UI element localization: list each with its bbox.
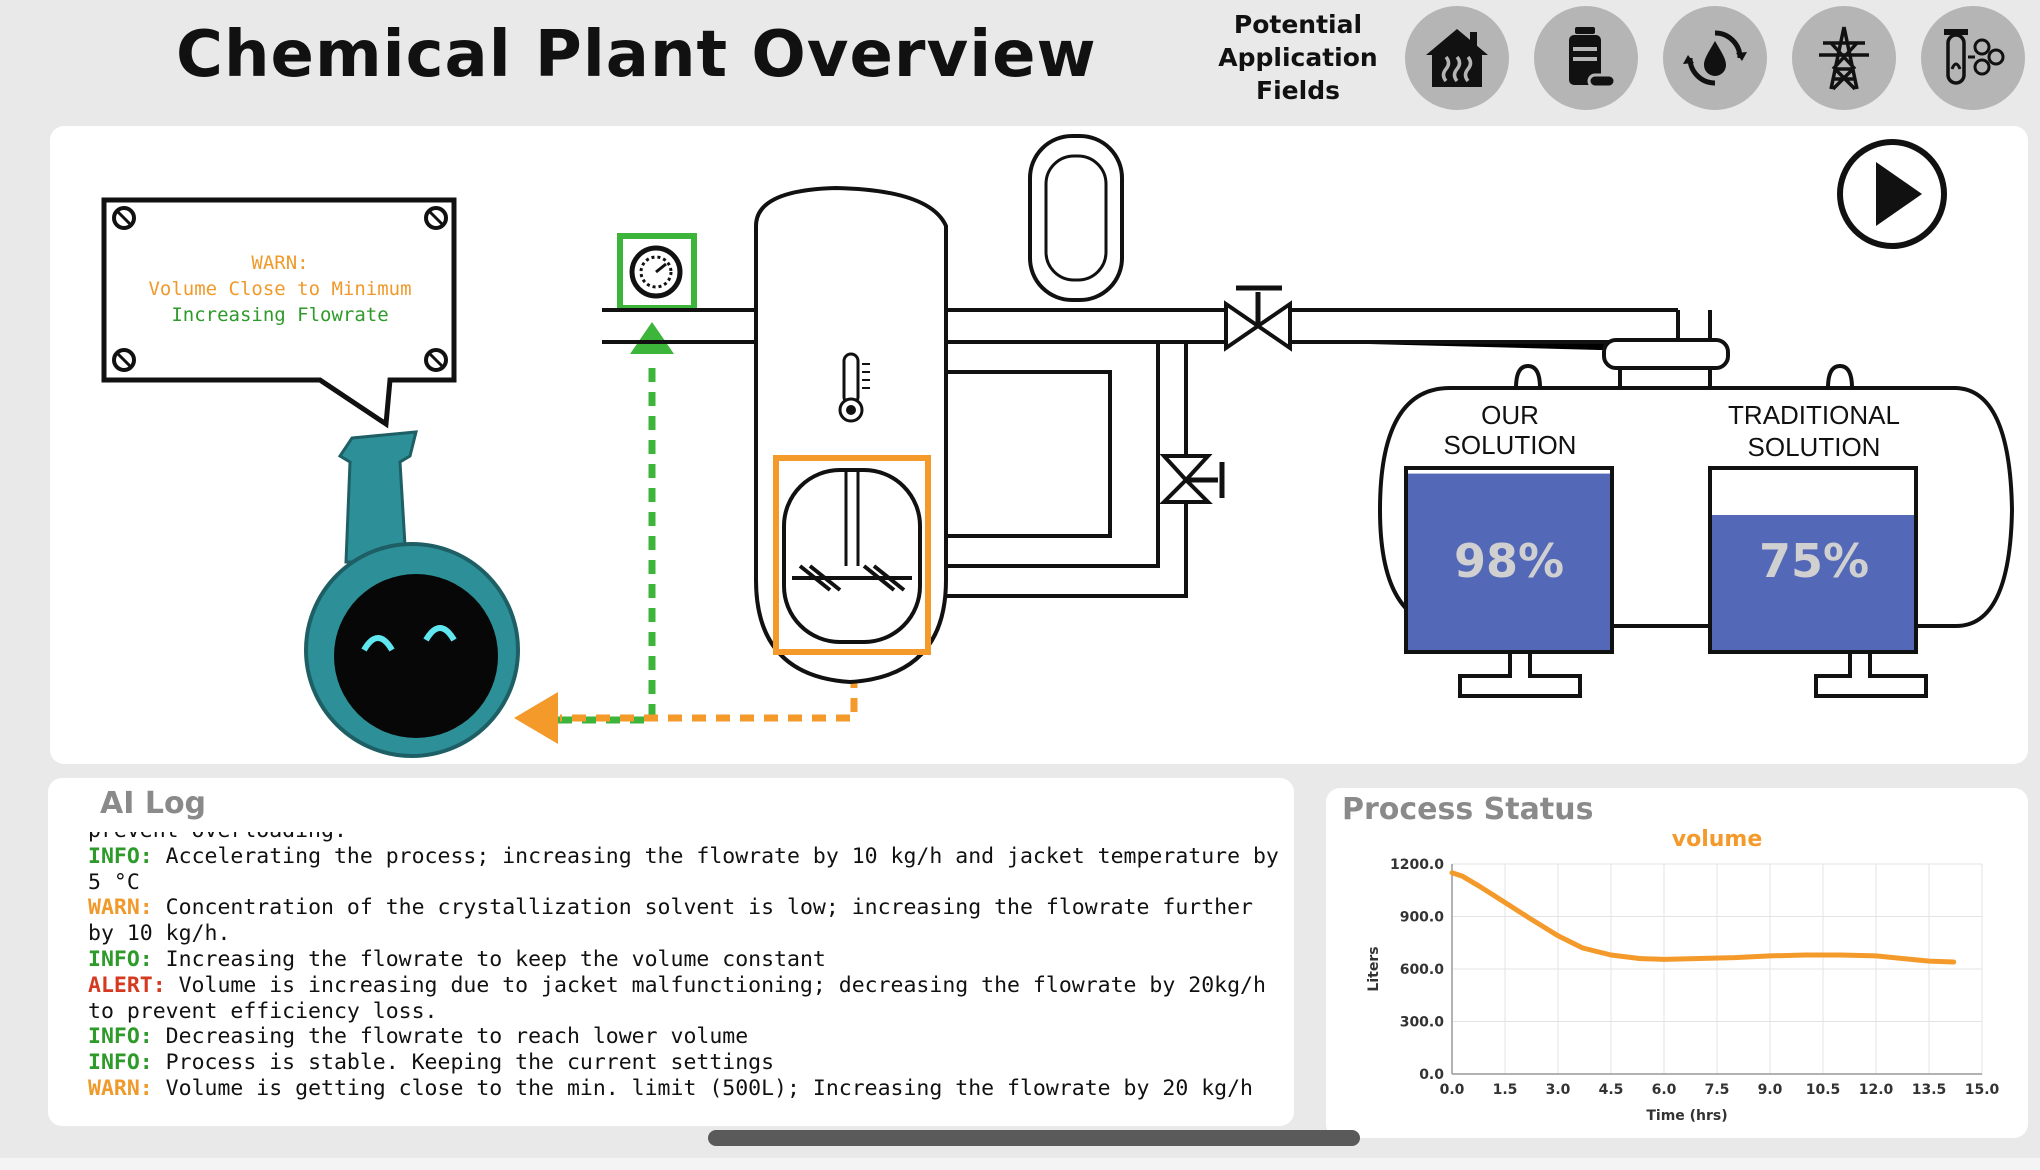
chart-y-axis-label: Liters	[1366, 946, 1382, 991]
power-tower-icon	[1819, 26, 1869, 91]
speech-warn-label: WARN:	[251, 252, 308, 274]
volume-chart: 0.0 1.5 3.0 4.5 6.0 7.5 9.0 10.5 12.0 13.5 15.0 0.0…	[1366, 827, 2000, 1124]
log-entry: INFO: Decreasing the flowrate to reach l…	[88, 1024, 1288, 1050]
chart-x-tick-label: 4.5	[1599, 1082, 1624, 1098]
chart-y-tick-label: 1200.0	[1390, 857, 1444, 873]
log-level-label: ALERT:	[88, 972, 166, 998]
chart-x-tick-label: 0.0	[1440, 1082, 1465, 1098]
medicine-bottle-icon	[1569, 27, 1617, 89]
robot-flask-mascot	[304, 430, 520, 758]
log-level-label: INFO:	[88, 946, 153, 972]
play-icon	[1876, 162, 1922, 226]
water-cycle-icon	[1683, 30, 1747, 86]
chart-y-tick-label: 300.0	[1400, 1015, 1445, 1031]
our-solution-label-2: SOLUTION	[1444, 430, 1577, 460]
log-entry: WARN: Concentration of the crystallizati…	[88, 895, 1288, 947]
ai-log-title: AI Log	[100, 786, 207, 821]
water-cycle-button[interactable]	[1663, 6, 1767, 110]
chart-x-tick-label: 9.0	[1758, 1082, 1783, 1098]
power-grid-button[interactable]	[1792, 6, 1896, 110]
robot-speech-bubble: WARN: Volume Close to Minimum Increasing…	[101, 197, 457, 429]
page-title: Chemical Plant Overview	[176, 18, 1097, 92]
chart-x-tick-label: 3.0	[1546, 1082, 1571, 1098]
log-message: Volume is increasing due to jacket malfu…	[88, 972, 1279, 1024]
log-entry: ALERT: Volume is increasing due to jacke…	[88, 973, 1288, 1025]
lab-tube-icon	[1944, 29, 2005, 85]
log-message: Decreasing the flowrate to reach lower v…	[152, 1024, 749, 1050]
log-message: Process is stable. Keeping the current s…	[152, 1050, 775, 1076]
ai-log-panel: AI Log prevent overloading. INFO: Accele…	[48, 778, 1294, 1126]
log-entry: WARN: Volume is getting close to the min…	[88, 1076, 1288, 1102]
chart-y-tick-label: 600.0	[1400, 962, 1445, 978]
chart-x-axis-label: Time (hrs)	[1646, 1108, 1727, 1124]
side-valve-icon	[1159, 454, 1225, 504]
speech-line-1: Volume Close to Minimum	[148, 278, 411, 300]
log-entry: INFO: Accelerating the process; increasi…	[88, 844, 1288, 896]
home-heating-icon	[1426, 29, 1488, 87]
chart-title: volume	[1672, 827, 1763, 852]
chart-x-tick-label: 1.5	[1493, 1082, 1518, 1098]
our-solution-fill	[1408, 473, 1610, 650]
process-diagram-panel: WARN: Volume Close to Minimum Increasing…	[50, 126, 2028, 764]
application-fields-label: Potential Application Fields	[1218, 10, 1378, 105]
speech-line-2: Increasing Flowrate	[171, 304, 388, 326]
log-clipped-line: prevent overloading.	[88, 832, 1288, 844]
chart-y-tick-label: 900.0	[1400, 910, 1445, 926]
traditional-solution-value: 75%	[1759, 534, 1869, 588]
traditional-solution-label-1: TRADITIONAL	[1728, 400, 1900, 430]
play-button[interactable]	[1837, 139, 1947, 249]
log-level-label: INFO:	[88, 1024, 153, 1050]
process-status-title: Process Status	[1342, 792, 1594, 827]
log-message: Accelerating the process; increasing the…	[88, 843, 1279, 895]
top-valve-icon	[1224, 285, 1292, 352]
laboratory-button[interactable]	[1921, 6, 2025, 110]
log-message: Increasing the flowrate to keep the volu…	[152, 946, 826, 972]
medicine-button[interactable]	[1534, 6, 1638, 110]
chart-x-tick-label: 15.0	[1965, 1082, 2000, 1098]
chart-y-tick-label: 0.0	[1419, 1067, 1444, 1083]
chart-series-line	[1449, 870, 1957, 965]
our-solution-label-1: OUR	[1481, 400, 1539, 430]
plant-diagram: WARN: Volume Close to Minimum Increasing…	[101, 134, 2015, 758]
traditional-solution-label-2: SOLUTION	[1748, 432, 1881, 462]
log-level-label: WARN:	[88, 1075, 153, 1101]
chart-x-tick-label: 6.0	[1652, 1082, 1677, 1098]
our-solution-level-gauge: 98%	[1404, 466, 1614, 654]
process-status-panel: Process Status 0.0 1.5 3.0 4.5 6.0 7.5 9.0 10.5…	[1326, 788, 2028, 1138]
bottom-strip	[0, 1158, 2040, 1170]
home-heating-button[interactable]	[1405, 6, 1509, 110]
our-solution-value: 98%	[1454, 534, 1564, 588]
log-level-label: INFO:	[88, 1050, 153, 1076]
log-level-label: WARN:	[88, 895, 153, 921]
log-entry: INFO: Process is stable. Keeping the cur…	[88, 1050, 1288, 1076]
log-entry: INFO: Increasing the flowrate to keep th…	[88, 947, 1288, 973]
log-message: Concentration of the crystallization sol…	[88, 895, 1266, 947]
chart-x-tick-label: 13.5	[1912, 1082, 1947, 1098]
chart-x-tick-label: 10.5	[1806, 1082, 1841, 1098]
log-message: Volume is getting close to the min. limi…	[152, 1075, 1253, 1101]
traditional-solution-level-gauge: 75%	[1708, 466, 1918, 654]
traditional-solution-fill	[1712, 515, 1914, 650]
chart-x-tick-label: 7.5	[1705, 1082, 1730, 1098]
log-level-label: INFO:	[88, 843, 153, 869]
agitator-tank	[782, 468, 922, 644]
horizontal-scrollbar[interactable]	[708, 1130, 1360, 1146]
chart-x-tick-label: 12.0	[1859, 1082, 1894, 1098]
thermometer-icon	[838, 352, 870, 423]
ai-log-body[interactable]: prevent overloading. INFO: Accelerating …	[88, 832, 1288, 1122]
